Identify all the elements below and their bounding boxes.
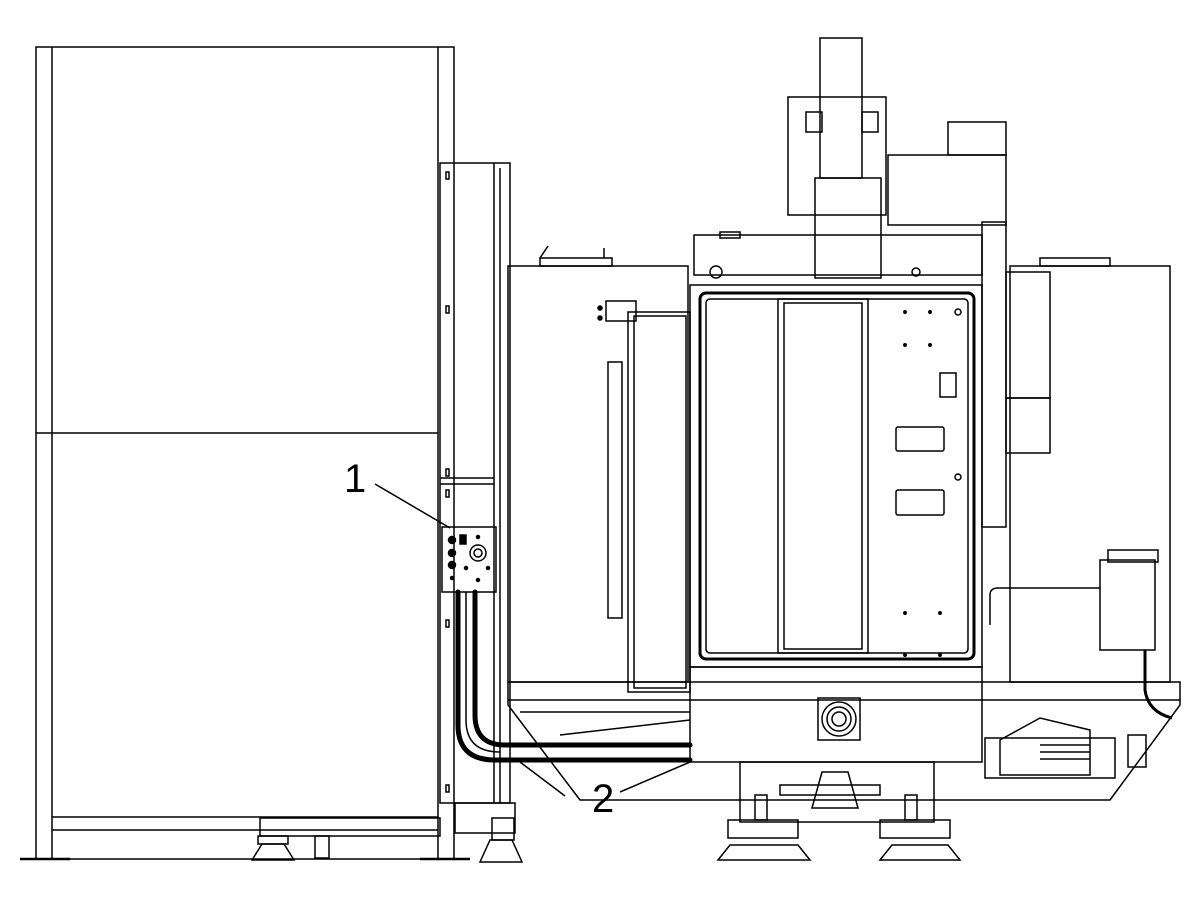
switch-panel <box>441 526 497 593</box>
machine-body <box>507 37 1181 861</box>
callout-leaders <box>374 483 691 797</box>
cable-conduits <box>455 589 693 763</box>
callout-1-label: 1 <box>344 457 366 501</box>
leader-1 <box>374 483 451 529</box>
callout-2-label: 2 <box>592 777 614 821</box>
control-cabinet <box>250 162 524 863</box>
leader-2b <box>619 761 691 793</box>
leader-2a <box>519 761 566 797</box>
guard-enclosure <box>20 46 470 861</box>
